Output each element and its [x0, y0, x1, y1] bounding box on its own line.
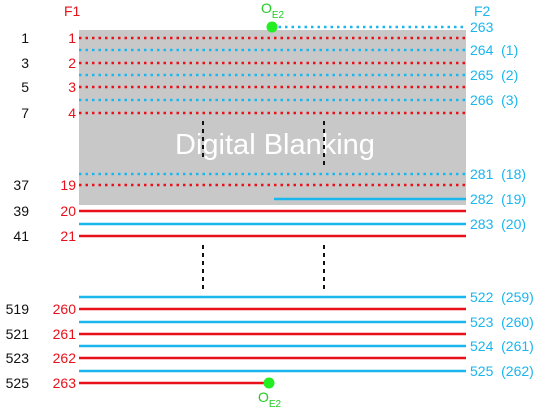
origin-marker-top	[266, 21, 278, 33]
frame-line-number: 519	[6, 301, 30, 317]
field1-line-number: 263	[53, 375, 77, 391]
frame-line-number: 1	[21, 30, 29, 46]
blanking-label: Digital Blanking	[175, 129, 375, 161]
frame-line-number: 37	[13, 177, 29, 193]
frame-line-number: 5	[21, 79, 29, 95]
field1-line-number: 261	[53, 326, 77, 342]
field1-line-number: 2	[68, 55, 76, 71]
field2-line-label: 283 (20)	[470, 216, 526, 232]
f1-header: F1	[64, 3, 81, 19]
blanking-region	[79, 30, 466, 205]
field1-line-number: 20	[60, 203, 76, 219]
field1-line-number: 4	[68, 105, 76, 121]
origin-marker-bottom	[263, 377, 275, 389]
frame-line-number: 3	[21, 55, 29, 71]
field2-line-label: 282 (19)	[470, 191, 526, 207]
field1-line-number: 1	[68, 30, 76, 46]
origin-label-bottom: OE2	[258, 389, 282, 410]
field1-line-number: 21	[60, 228, 76, 244]
field2-line-label: 281 (18)	[470, 166, 526, 182]
field2-line-label: 264 (1)	[470, 42, 518, 58]
field1-line-number: 3	[68, 79, 76, 95]
frame-line-number: 521	[6, 326, 30, 342]
origin-label-top: OE2	[261, 0, 285, 21]
frame-line-number: 525	[6, 375, 30, 391]
field2-line-label: 523 (260)	[470, 314, 534, 330]
field1-line-number: 262	[53, 350, 77, 366]
frame-line-number: 523	[6, 350, 30, 366]
frame-line-number: 39	[13, 203, 29, 219]
frame-line-number: 7	[21, 105, 29, 121]
field1-line-number: 19	[60, 177, 76, 193]
field2-line-label: 522 (259)	[470, 289, 534, 305]
field2-line-label: 524 (261)	[470, 338, 534, 354]
field2-line-label: 265 (2)	[470, 67, 518, 83]
frame-line-number: 41	[13, 228, 29, 244]
field1-line-number: 260	[53, 301, 77, 317]
field2-line-label: 263	[470, 19, 494, 35]
f2-header: F2	[474, 3, 491, 19]
field2-line-label: 266 (3)	[470, 92, 518, 108]
field2-line-label: 525 (262)	[470, 363, 534, 379]
